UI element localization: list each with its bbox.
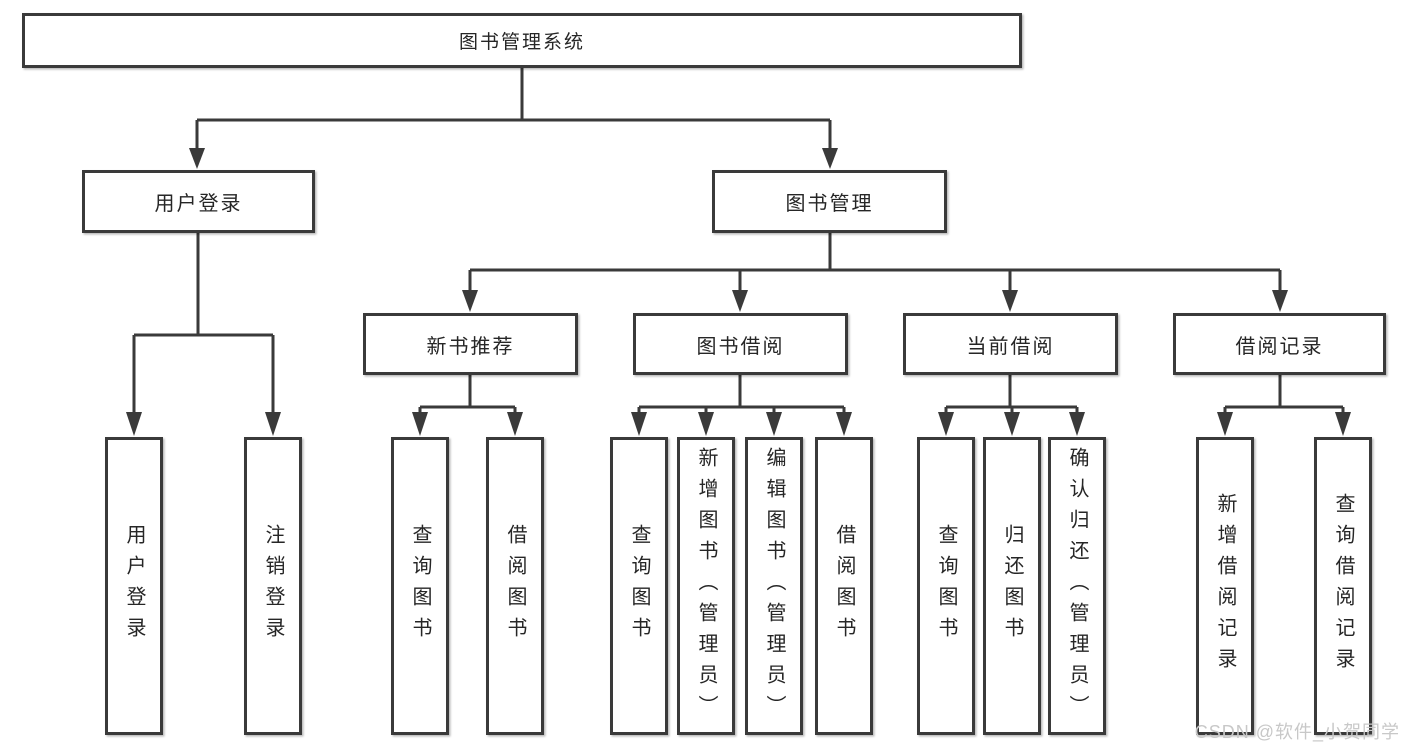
arrowhead: [126, 412, 142, 436]
csdn-watermark: CSDN @软件_小贺同学: [1194, 722, 1400, 742]
leaf-label: 用户登录: [123, 524, 145, 648]
node-current-borrow: 当前借阅: [903, 313, 1118, 375]
node-root-system: 图书管理系统: [22, 13, 1022, 68]
leaf-logout: 注销登录: [244, 437, 302, 735]
arrowhead: [265, 412, 281, 436]
leaf-recommend-borrow-books: 借阅图书: [486, 437, 544, 735]
arrowhead: [1004, 412, 1020, 436]
leaf-label: 查询图书: [409, 524, 431, 648]
node-label: 图书管理: [785, 193, 874, 215]
arrowhead: [412, 412, 428, 436]
leaf-label: 查询图书: [935, 524, 957, 648]
node-borrow-records: 借阅记录: [1173, 313, 1386, 375]
edge-bookborrow-to-leaves: [637, 375, 846, 416]
edge-bookmgmt-to-level3: [468, 233, 1282, 292]
edge-userlogin-to-leaves: [132, 233, 275, 414]
leaf-label: 编辑图书（管理员）: [763, 446, 785, 726]
leaf-current-return-books: 归还图书: [983, 437, 1041, 735]
arrowhead: [189, 148, 205, 169]
tree-edges: [132, 68, 1345, 416]
arrowhead: [507, 412, 523, 436]
arrowhead: [1069, 412, 1085, 436]
leaf-records-add-borrow-record: 新增借阅记录: [1196, 437, 1254, 735]
arrowhead: [698, 412, 714, 436]
edge-currentborrow-to-leaves: [944, 375, 1079, 416]
leaf-current-query-books: 查询图书: [917, 437, 975, 735]
leaf-current-confirm-return-admin: 确认归还（管理员）: [1048, 437, 1106, 735]
leaf-label: 归还图书: [1001, 524, 1023, 648]
leaf-label: 查询图书: [628, 524, 650, 648]
arrowhead: [1002, 290, 1018, 312]
arrowhead: [1335, 412, 1351, 436]
node-label: 当前借阅: [966, 335, 1055, 358]
node-book-borrow: 图书借阅: [633, 313, 848, 375]
node-user-login: 用户登录: [82, 170, 315, 233]
arrowhead: [462, 290, 478, 312]
arrowhead: [631, 412, 647, 436]
node-label: 借阅记录: [1235, 335, 1324, 358]
node-label: 用户登录: [154, 193, 243, 215]
leaf-label: 查询借阅记录: [1332, 493, 1354, 679]
arrowhead: [732, 290, 748, 312]
arrowhead: [836, 412, 852, 436]
leaf-label: 新增借阅记录: [1214, 493, 1236, 679]
leaf-label: 借阅图书: [833, 524, 855, 648]
node-label: 新书推荐: [426, 335, 515, 358]
node-label: 图书管理系统: [458, 32, 585, 53]
leaf-records-query-borrow-record: 查询借阅记录: [1314, 437, 1372, 735]
arrowhead: [1217, 412, 1233, 436]
leaf-borrow-edit-books-admin: 编辑图书（管理员）: [745, 437, 803, 735]
leaf-borrow-add-books-admin: 新增图书（管理员）: [677, 437, 735, 735]
arrowhead: [766, 412, 782, 436]
leaf-recommend-query-books: 查询图书: [391, 437, 449, 735]
arrowhead: [1272, 290, 1288, 312]
leaf-label: 新增图书（管理员）: [695, 446, 717, 726]
leaf-label: 注销登录: [262, 524, 284, 648]
edge-root-to-level2: [195, 68, 832, 150]
node-new-book-recommend: 新书推荐: [363, 313, 578, 375]
leaf-borrow-borrow-books: 借阅图书: [815, 437, 873, 735]
arrowheads: [126, 148, 1351, 436]
edge-newbookrec-to-leaves: [418, 375, 517, 416]
arrowhead: [938, 412, 954, 436]
leaf-label: 确认归还（管理员）: [1066, 446, 1088, 726]
edge-borrowrecords-to-leaves: [1223, 375, 1345, 416]
arrowhead: [822, 148, 838, 169]
node-label: 图书借阅: [696, 335, 785, 358]
leaf-borrow-query-books: 查询图书: [610, 437, 668, 735]
node-book-management: 图书管理: [712, 170, 947, 233]
leaf-user-login: 用户登录: [105, 437, 163, 735]
leaf-label: 借阅图书: [504, 524, 526, 648]
